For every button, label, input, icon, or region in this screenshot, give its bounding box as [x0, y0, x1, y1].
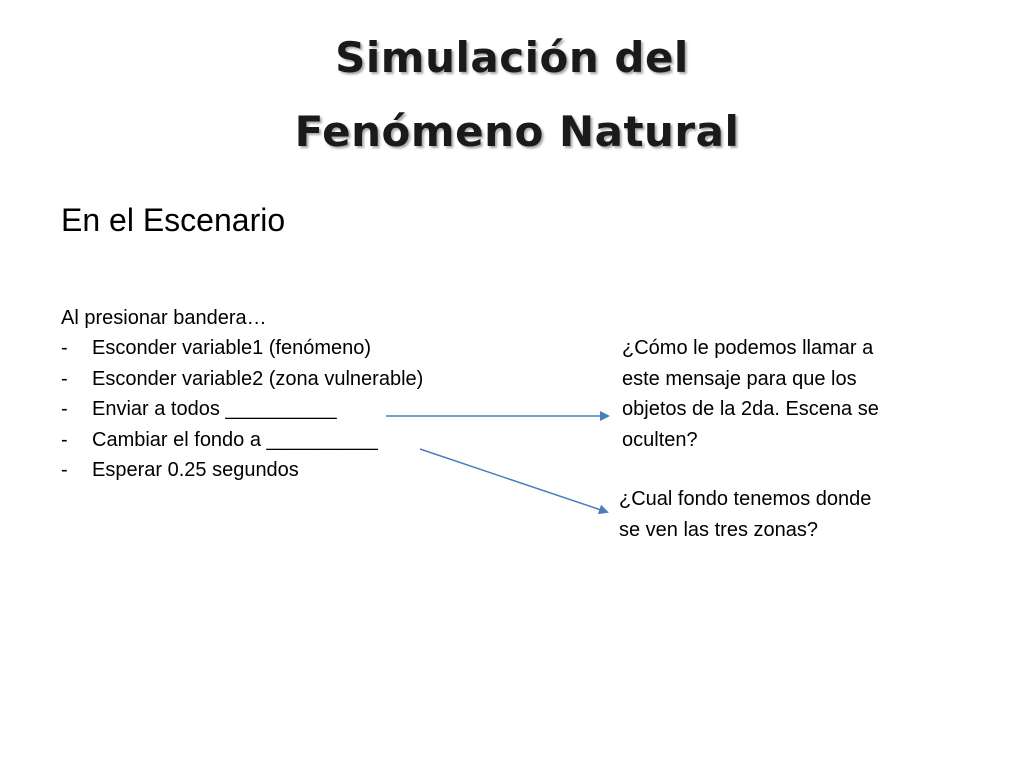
message-name-question: ¿Cómo le podemos llamar a este mensaje p… [622, 333, 879, 455]
note-line: este mensaje para que los [622, 367, 857, 390]
list-item: - Enviar a todos __________ [61, 394, 423, 425]
title-line-1: Simulación del [335, 33, 689, 82]
list-item: - Esconder variable2 (zona vulnerable) [61, 364, 423, 395]
intro-text: Al presionar bandera… [61, 307, 267, 329]
list-item: - Cambiar el fondo a __________ [61, 425, 423, 456]
title-line-2: Fenómeno Natural [294, 107, 740, 156]
bullet-dash: - [61, 398, 68, 420]
note-line: se ven las tres zonas? [619, 518, 818, 541]
subtitle: En el Escenario [61, 202, 286, 238]
step-text: Esconder variable1 (fenómeno) [92, 337, 372, 359]
note-line: objetos de la 2da. Escena se [622, 398, 879, 420]
note-line: ¿Cómo le podemos llamar a [622, 337, 874, 359]
bullet-dash: - [61, 459, 68, 481]
note-line: oculten? [622, 428, 698, 451]
list-item: - Esperar 0.25 segundos [61, 455, 423, 486]
step-text: Cambiar el fondo a __________ [92, 428, 378, 451]
bullet-dash: - [61, 337, 68, 359]
bullet-dash: - [61, 428, 68, 451]
step-text: Enviar a todos __________ [92, 398, 337, 420]
step-text: Esconder variable2 (zona vulnerable) [92, 367, 424, 390]
background-question: ¿Cual fondo tenemos donde se ven las tre… [619, 484, 871, 545]
note-line: ¿Cual fondo tenemos donde [619, 488, 872, 510]
arrow-to-background-question [419, 448, 609, 515]
list-item: - Esconder variable1 (fenómeno) [61, 333, 423, 364]
steps-list: - Esconder variable1 (fenómeno) - Esconder… [61, 333, 423, 486]
step-text: Esperar 0.25 segundos [92, 459, 299, 481]
bullet-dash: - [61, 367, 68, 390]
